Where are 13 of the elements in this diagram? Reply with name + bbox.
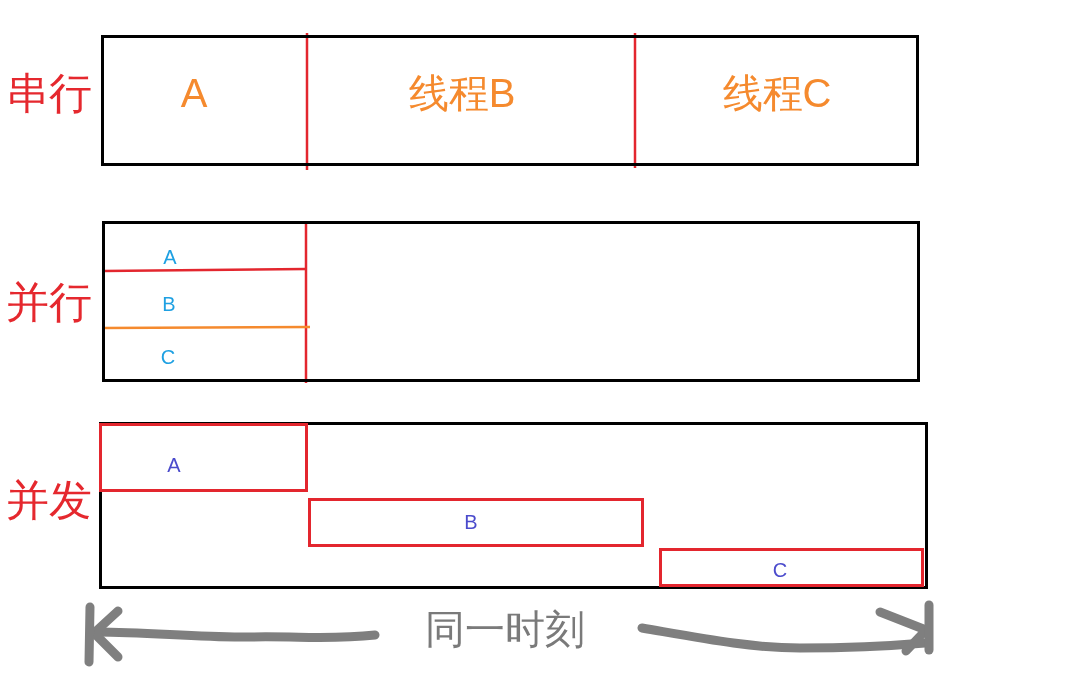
thread-label: A	[180, 73, 208, 113]
task-box: A	[99, 423, 308, 492]
thread-label: 线程B	[408, 73, 516, 113]
thread-label: A	[163, 247, 177, 267]
time-label: 同一时刻	[425, 609, 585, 649]
thread-label: C	[160, 347, 176, 367]
row-heading: 串行	[6, 71, 92, 115]
thread-label: B	[162, 294, 176, 314]
thread-label: 线程C	[722, 73, 832, 113]
task-box: B	[308, 498, 644, 547]
row-heading: 并发	[6, 478, 92, 522]
row-heading: 并行	[6, 280, 92, 324]
task-box: C	[659, 548, 924, 587]
